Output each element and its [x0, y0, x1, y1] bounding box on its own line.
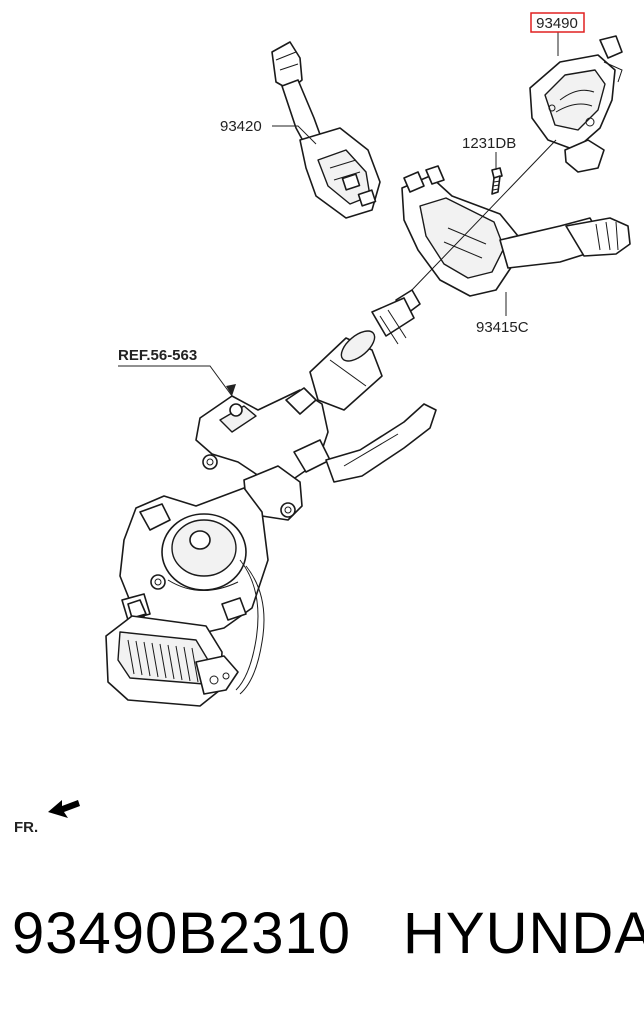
- front-direction-marker: FR.: [14, 800, 80, 836]
- motor-unit-part: [105, 487, 269, 707]
- callout-1231db: 1231DB: [462, 135, 516, 152]
- clock-spring-part: [529, 35, 623, 173]
- reference-arrowhead: [226, 384, 236, 396]
- caption-part-number: 93490B2310: [12, 901, 351, 966]
- front-arrow-icon: [48, 800, 80, 818]
- product-caption: 93490B2310 HYUNDAI: [12, 900, 644, 967]
- steering-column-part: [195, 139, 557, 521]
- combination-switch-part: [401, 165, 631, 297]
- bolt-part: [491, 167, 503, 195]
- callout-reference: REF.56-563: [118, 347, 197, 364]
- callout-93490: 93490: [536, 15, 578, 32]
- caption-brand: HYUNDAI: [403, 901, 644, 966]
- wiper-lever-part: [271, 41, 381, 219]
- callout-93415c: 93415C: [476, 319, 529, 336]
- callout-93420: 93420: [220, 118, 262, 135]
- front-label: FR.: [14, 819, 38, 836]
- highlight-box: [530, 12, 585, 33]
- leader-lines: [118, 32, 559, 397]
